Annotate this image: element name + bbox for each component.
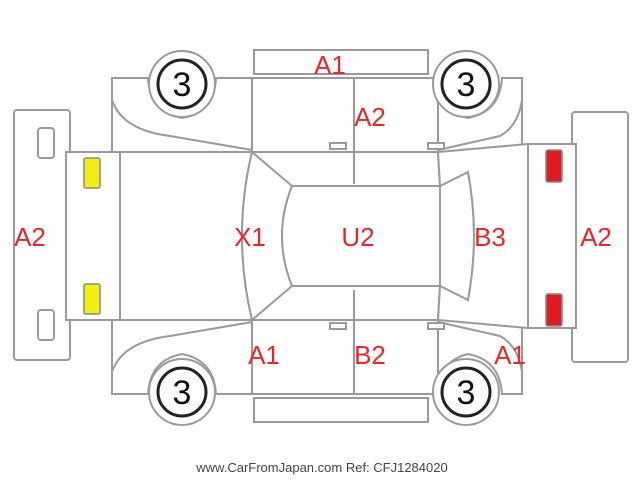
- roof: [281, 185, 441, 287]
- label-bottom-rear-fender: A1: [494, 340, 526, 370]
- tire-front-left-label: 3: [173, 66, 192, 104]
- top-rear-door-handle: [427, 142, 445, 150]
- front-lamp-bottom: [83, 283, 101, 315]
- label-rear-bumper: A2: [580, 222, 612, 252]
- label-front-bumper: A2: [14, 222, 46, 252]
- front-bumper-vent-top: [37, 127, 55, 159]
- rear-lamp-bottom: [545, 293, 563, 327]
- top-front-door-handle: [329, 142, 347, 150]
- bottom-front-door-handle: [329, 322, 347, 330]
- label-rear-window: B3: [474, 222, 506, 252]
- tire-rear-left-label: 3: [457, 66, 476, 104]
- tire-rear-right: 3: [432, 358, 500, 426]
- label-bottom-front-door: A1: [248, 340, 280, 370]
- label-top-panel: A1: [314, 50, 346, 80]
- bottom-side-panel: [111, 290, 523, 423]
- tire-front-left: 3: [148, 50, 216, 118]
- hood: [119, 151, 254, 321]
- label-bottom-rear-door: B2: [354, 340, 386, 370]
- top-side-panel: [111, 49, 523, 184]
- rear-lamp-top: [545, 149, 563, 183]
- plan-view: [65, 142, 577, 330]
- footer-reference: www.CarFromJapan.com Ref: CFJ1284020: [195, 460, 447, 475]
- label-roof: U2: [341, 222, 374, 252]
- bottom-rear-door-handle: [427, 322, 445, 330]
- tire-front-right: 3: [148, 358, 216, 426]
- rear-hatch: [436, 142, 529, 330]
- tire-rear-right-label: 3: [457, 374, 476, 412]
- top-roof-rail: [253, 49, 429, 75]
- rear-window: [439, 170, 475, 302]
- bottom-roof-rail: [253, 397, 429, 423]
- front-bumper-vent-bottom: [37, 309, 55, 341]
- front-lamp-top: [83, 157, 101, 189]
- tire-rear-left: 3: [432, 50, 500, 118]
- tire-front-right-label: 3: [173, 374, 192, 412]
- label-hood: X1: [234, 222, 266, 252]
- label-top-rear-door: A2: [354, 102, 386, 132]
